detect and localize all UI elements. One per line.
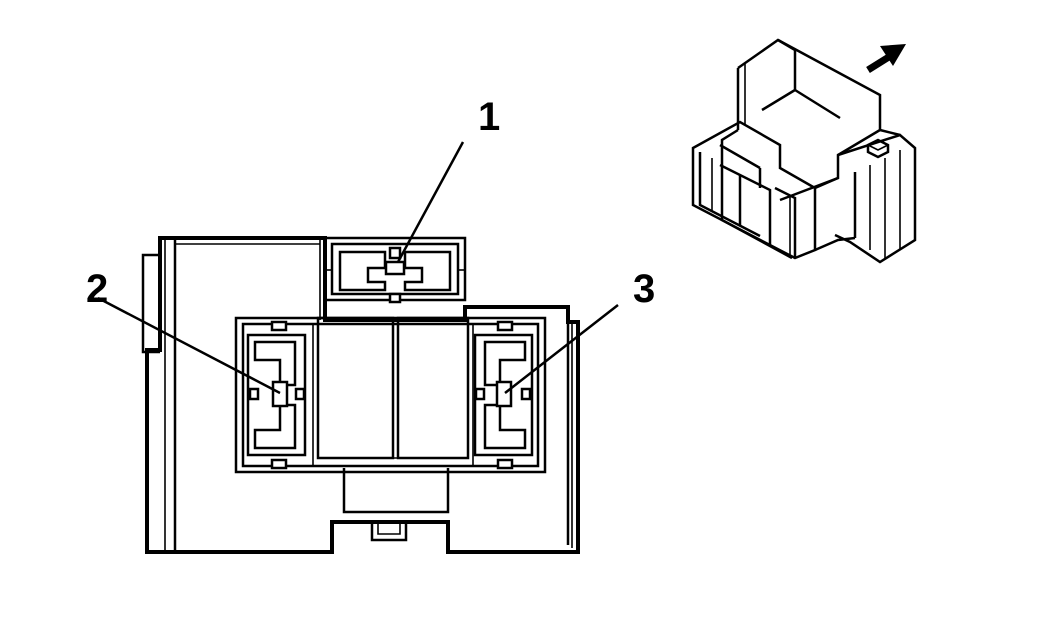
leader-line-2	[97, 296, 281, 395]
connector-front-view: 1 2 3	[86, 95, 655, 554]
connector-isometric-view	[691, 38, 917, 264]
arrow-icon	[866, 44, 906, 73]
callout-label-2: 2	[86, 267, 108, 311]
callout-label-1: 1	[478, 95, 500, 139]
terminal-cavity-3	[473, 320, 534, 470]
terminal-cavity-2	[246, 320, 307, 470]
terminal-cavity-1	[323, 236, 467, 304]
connector-center-block	[234, 316, 547, 474]
leader-line-3	[504, 304, 619, 394]
leader-line-1	[396, 141, 465, 263]
callout-label-3: 3	[633, 267, 655, 311]
